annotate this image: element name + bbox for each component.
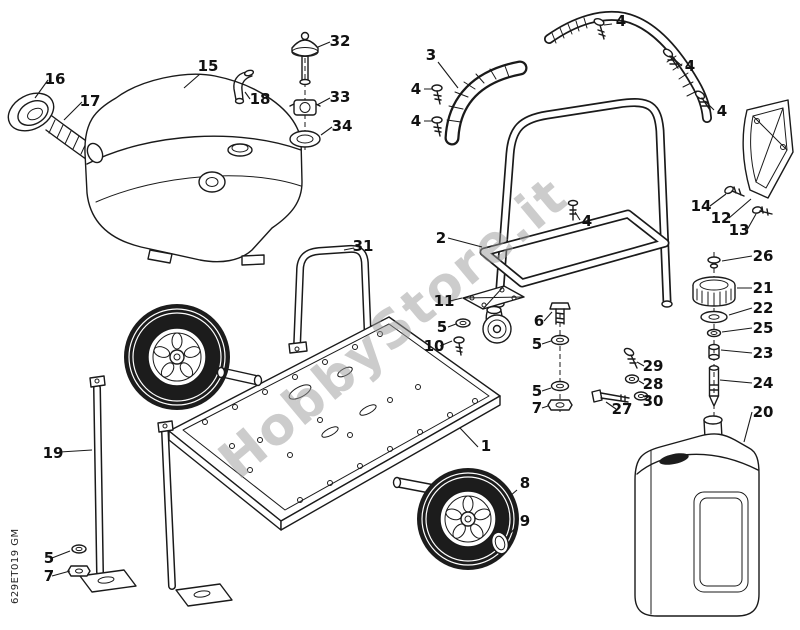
label-2: 2 (436, 229, 446, 247)
label-6: 6 (534, 312, 544, 330)
frame (479, 98, 673, 308)
wheel-left (124, 304, 230, 410)
callouts: 16 17 15 32 18 33 34 3 4 4 4 4 4 14 12 1… (43, 12, 774, 585)
label-21: 21 (753, 279, 774, 297)
label-34: 34 (332, 117, 353, 135)
grip-screws (431, 84, 443, 137)
label-26: 26 (753, 247, 774, 265)
label-9: 9 (520, 512, 530, 530)
label-15: 15 (198, 57, 219, 75)
label-27: 27 (612, 400, 633, 418)
label-13: 13 (729, 221, 750, 239)
label-17: 17 (80, 92, 101, 110)
label-28: 28 (643, 375, 664, 393)
label-16: 16 (45, 70, 66, 88)
label-5-2: 5 (532, 335, 542, 353)
label-7-1: 7 (532, 399, 542, 417)
fuel-tank (84, 73, 303, 266)
label-5-3: 5 (532, 382, 542, 400)
label-33: 33 (330, 88, 351, 106)
air-filter (7, 92, 55, 132)
label-5-4: 5 (44, 549, 54, 567)
label-4-3: 4 (616, 12, 626, 30)
label-10: 10 (424, 337, 445, 355)
wheel-right (417, 468, 519, 570)
label-1: 1 (481, 437, 491, 455)
leader-lines (34, 23, 757, 577)
label-4-5: 4 (717, 102, 727, 120)
label-23: 23 (753, 344, 774, 362)
label-30: 30 (643, 392, 664, 410)
bolt-set-center (547, 302, 573, 412)
label-31: 31 (353, 237, 374, 255)
mount-bracket (724, 99, 794, 216)
label-24: 24 (753, 374, 774, 392)
label-29: 29 (643, 357, 664, 375)
label-32: 32 (330, 32, 351, 50)
stand (67, 375, 233, 607)
axle-left (216, 366, 263, 387)
label-5-1: 5 (437, 318, 447, 336)
fuel-gauge-assembly (289, 31, 321, 150)
label-20: 20 (753, 403, 774, 421)
label-19: 19 (43, 444, 64, 462)
fuel-canister (634, 415, 760, 617)
document-code: 629ET019 GM (10, 528, 21, 604)
label-4-4: 4 (685, 57, 695, 75)
label-22: 22 (753, 299, 774, 317)
label-4-2: 4 (411, 112, 421, 130)
label-12: 12 (711, 209, 732, 227)
label-7-2: 7 (44, 567, 54, 585)
label-25: 25 (753, 319, 774, 337)
caster (453, 285, 525, 356)
canister-cap-parts (692, 252, 736, 416)
label-3: 3 (426, 46, 436, 64)
handle-grip (444, 60, 528, 146)
label-18: 18 (250, 90, 271, 108)
label-4-1: 4 (411, 80, 421, 98)
vent-elbow (233, 69, 255, 105)
hub-cap (490, 531, 510, 555)
screw-set-right (591, 347, 649, 403)
label-4-6: 4 (582, 212, 592, 230)
label-8: 8 (520, 474, 530, 492)
handlebar-screws (593, 18, 711, 111)
label-14: 14 (691, 197, 712, 215)
label-11: 11 (434, 292, 455, 310)
